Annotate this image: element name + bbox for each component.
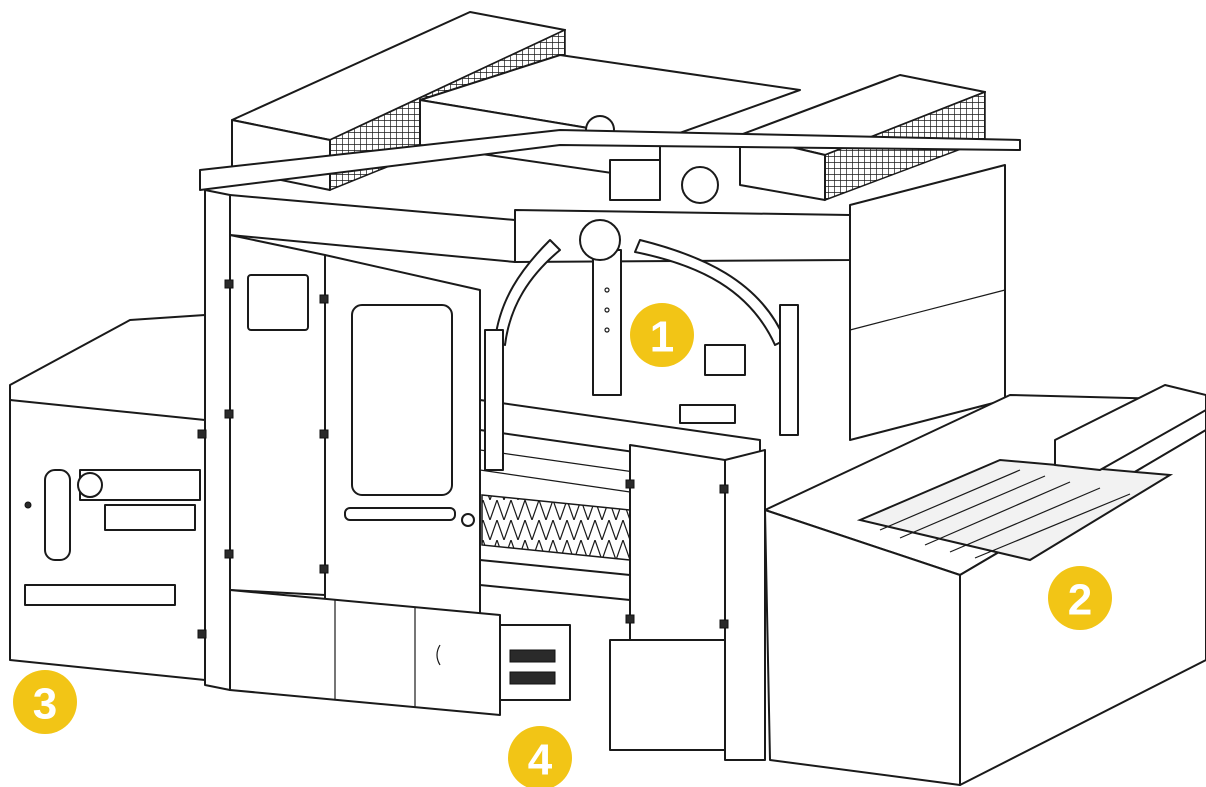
callout-1-label: 1 — [650, 313, 674, 362]
callout-3: 3 — [13, 670, 77, 734]
left-module — [9, 314, 207, 681]
callout-1: 1 — [630, 303, 694, 367]
callout-1-badge — [630, 303, 694, 367]
base-cabinet — [229, 589, 571, 716]
roof-assembly — [231, 11, 986, 204]
callout-2: 2 — [1048, 566, 1112, 630]
callout-4: 4 — [508, 726, 572, 787]
callout-3-label: 3 — [33, 680, 57, 729]
inner-conveyor — [479, 399, 761, 601]
robot-arm — [484, 219, 799, 471]
front-door-left — [224, 234, 481, 616]
callout-2-badge — [1048, 566, 1112, 630]
callout-2-label: 2 — [1068, 576, 1092, 625]
callout-4-badge — [508, 726, 572, 787]
right-module — [764, 384, 1206, 786]
callout-3-badge — [13, 670, 77, 734]
front-door-right — [609, 444, 766, 761]
callout-4-label: 4 — [528, 736, 553, 785]
